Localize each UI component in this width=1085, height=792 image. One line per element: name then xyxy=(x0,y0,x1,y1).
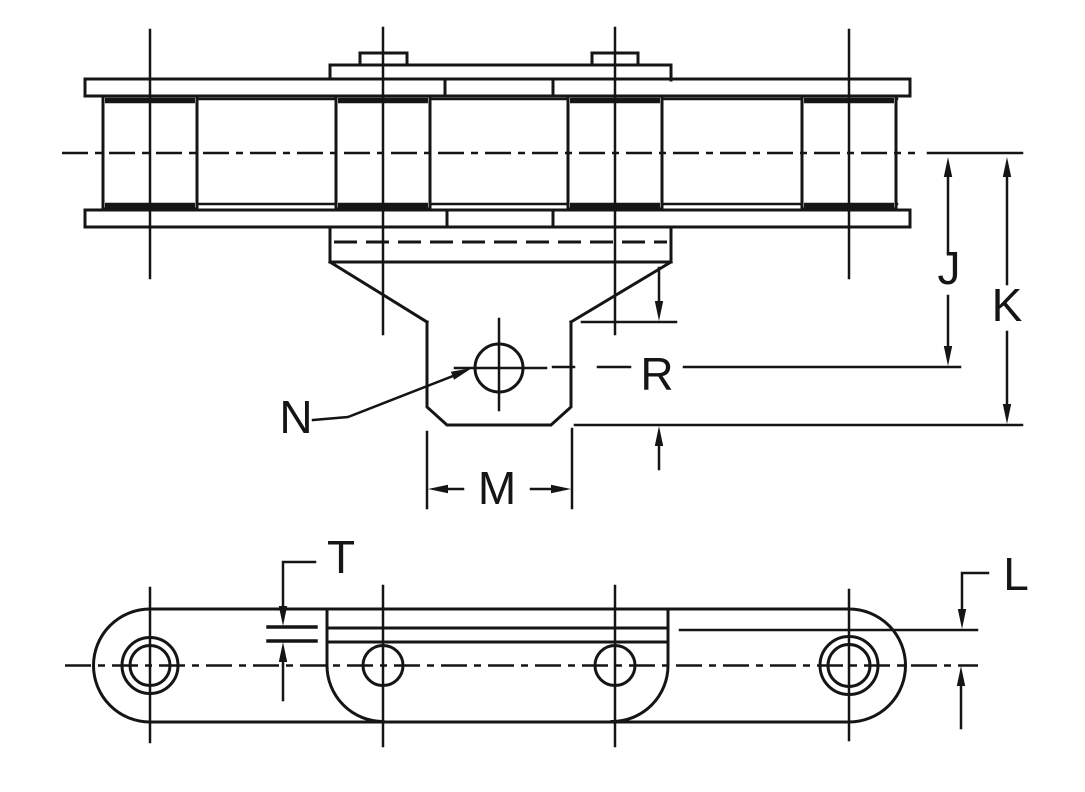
dim-label-n: N xyxy=(279,391,312,443)
top-link-plates xyxy=(83,77,912,98)
bottom-link-plates xyxy=(83,208,912,229)
dimension-t xyxy=(266,560,318,702)
dim-label-l: L xyxy=(1003,548,1029,600)
leader-n xyxy=(311,368,472,422)
dimension-l xyxy=(678,571,990,730)
attachment-bent-tab xyxy=(327,225,674,427)
tab-outline xyxy=(425,320,573,427)
plan-view xyxy=(65,560,990,748)
dimension-k xyxy=(573,157,1024,427)
dimension-j xyxy=(943,157,953,366)
bend-outline xyxy=(568,259,674,325)
dimension-m xyxy=(425,427,574,510)
plan-view-centerlines xyxy=(65,584,978,748)
bend-depth-arrows xyxy=(580,266,678,471)
dimension-labels: J K R N M T L xyxy=(279,242,1028,600)
bend-outline xyxy=(327,259,430,325)
dim-label-k: K xyxy=(992,279,1023,331)
dim-label-m: M xyxy=(478,462,516,514)
attachment-plate-top xyxy=(328,51,673,82)
dim-label-r: R xyxy=(640,348,673,400)
dim-label-t: T xyxy=(327,531,355,583)
side-view-centerlines xyxy=(62,26,1024,412)
side-view xyxy=(62,26,1024,510)
dim-label-j: J xyxy=(938,242,961,294)
